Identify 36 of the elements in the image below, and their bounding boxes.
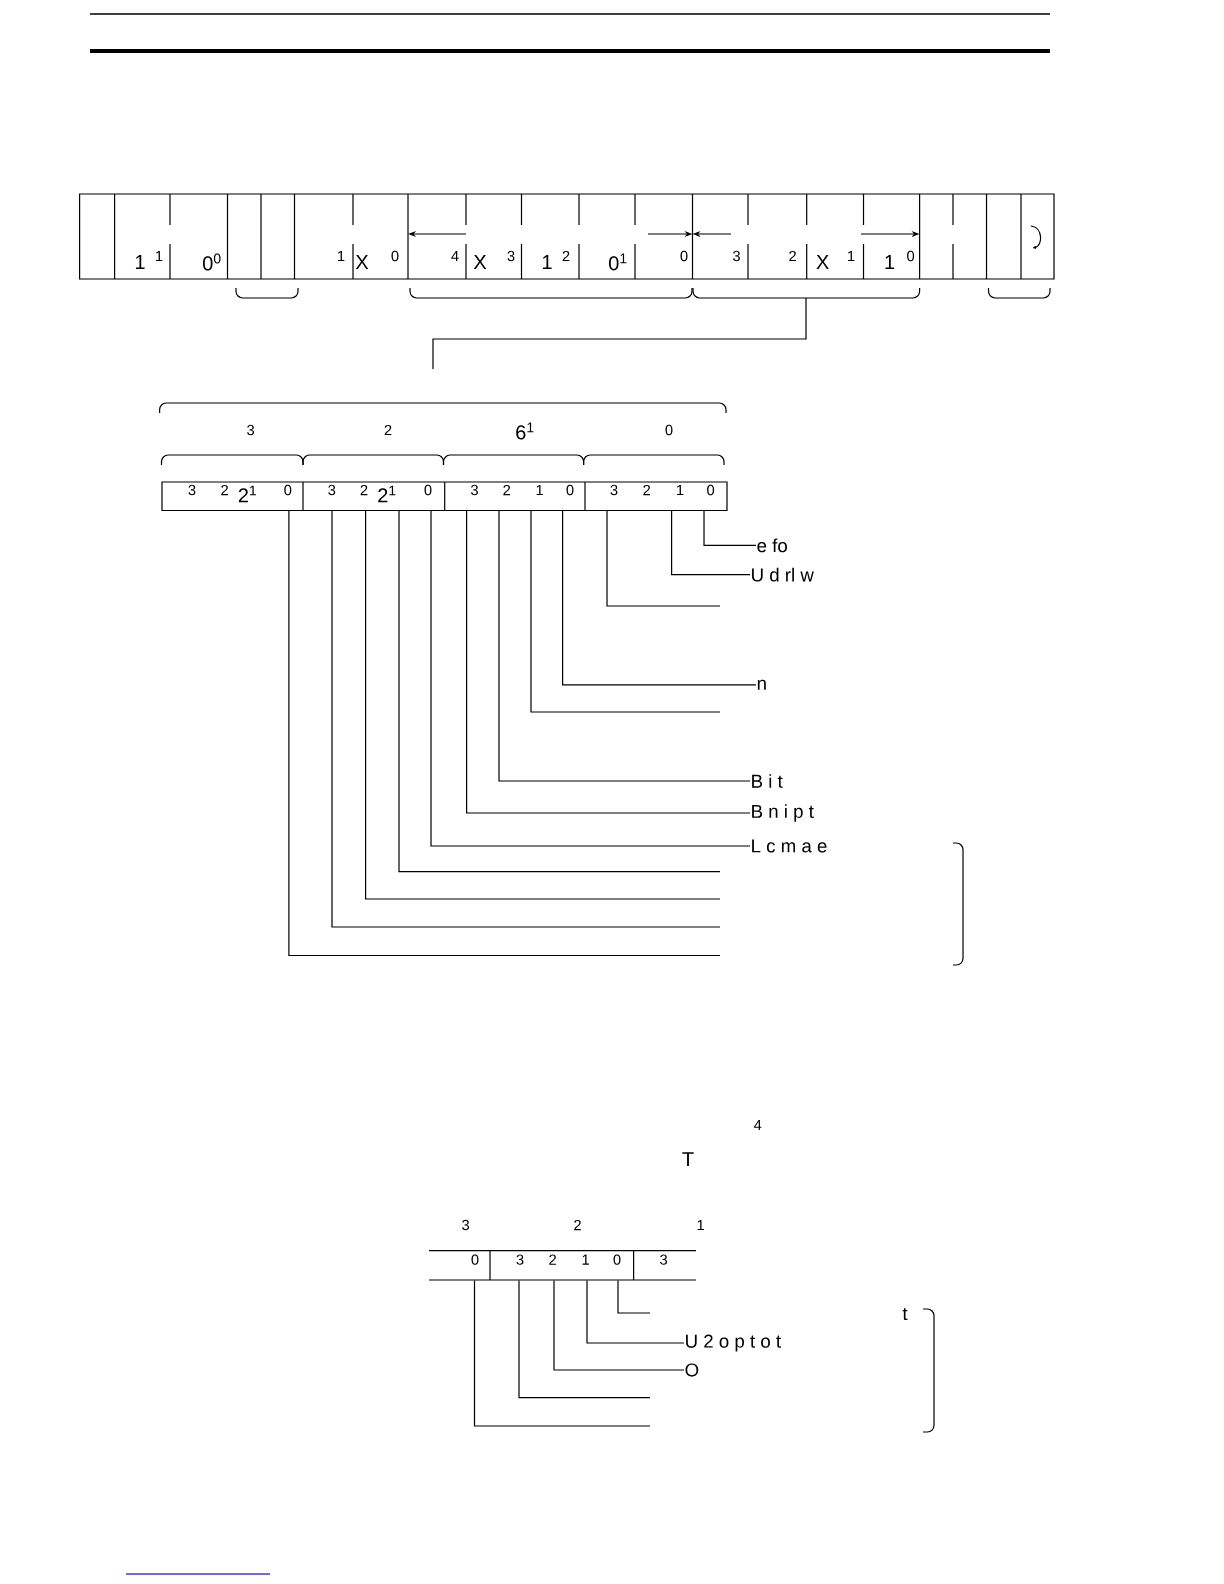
label: 3 [462, 1219, 470, 1231]
register-box: 3 2 2$^{1}$ 0 3 2 2$^{1}$ 0 3 2 1 0 3 2 1 0 [161, 481, 728, 512]
label: T [682, 1152, 694, 1166]
leader-line [671, 510, 751, 576]
leader-label: U d rl w [752, 567, 814, 582]
leader-line [466, 510, 751, 814]
leader-label: U 2 o p t o t [686, 1334, 781, 1352]
leader-label: L c m a e [752, 839, 827, 853]
label: 3 [247, 424, 255, 436]
leader-line [606, 510, 721, 607]
leader-line [518, 1280, 651, 1399]
leader-label: n [757, 679, 766, 690]
leader-line [703, 510, 757, 546]
label: 2 [384, 424, 392, 436]
leader-line [530, 510, 721, 713]
leader-line [398, 510, 721, 873]
leader-line [498, 510, 751, 782]
leader-line [430, 510, 751, 847]
label: 2 [574, 1219, 581, 1231]
label: 4 [753, 1120, 762, 1131]
leader-line [288, 510, 721, 957]
leader-label: O [685, 1363, 699, 1377]
label: t [902, 1307, 908, 1321]
register-box: 1 1 0$^{0}$ 1 X 0 4 X 3 1 2 0$^{1}$ 0 3 2 X 1 1 0 [79, 193, 1055, 280]
leader-label: B n i p t [752, 804, 814, 822]
leader-label: e fo [757, 538, 787, 553]
leader-line [617, 1280, 651, 1314]
leader-line [586, 1280, 685, 1344]
register-band: 0 3 2 1 0 3 [428, 1250, 697, 1281]
leader-line [473, 1280, 651, 1427]
label: 6$^{1}$ [516, 422, 534, 440]
leader-line [562, 510, 757, 686]
leader-label: B i t [752, 774, 783, 788]
label: 0 [665, 424, 673, 436]
leader-line [553, 1280, 685, 1371]
label: 1 [697, 1220, 704, 1231]
